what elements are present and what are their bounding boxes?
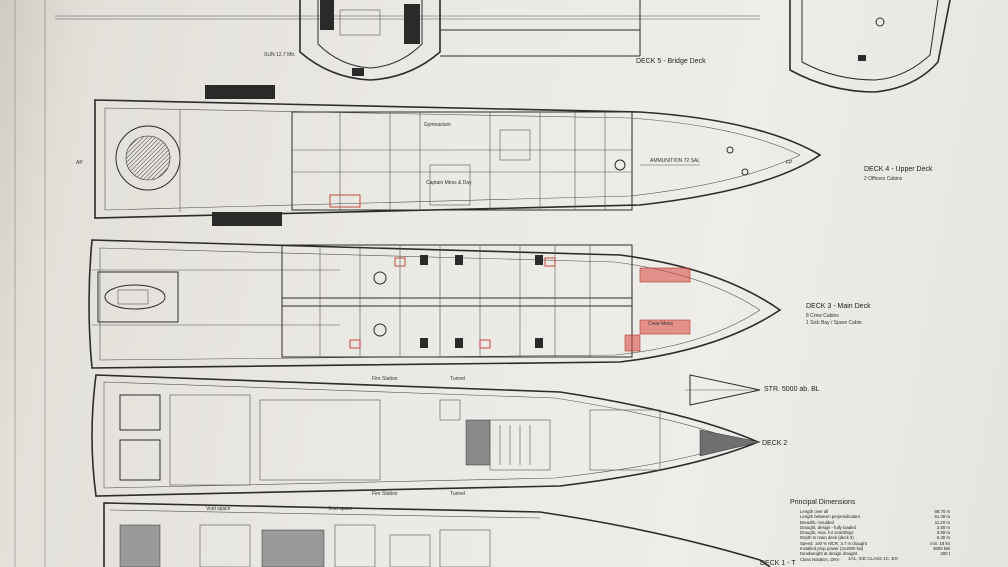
ammunition-label: AMMUNITION 72 SAL <box>650 158 701 164</box>
dimension-value: 11.20 m <box>934 519 950 525</box>
deck3-subtitle: 8 Crew Cabins <box>806 313 839 319</box>
paper-fold-line <box>14 0 16 567</box>
dimension-label: Length between perpendiculars <box>800 514 860 520</box>
dimension-row: Breadth, moulded 11.20 m <box>800 520 950 525</box>
dimension-label: Deadweight at design draught <box>800 551 858 557</box>
sun-label: SUN 12.7 Mtr. <box>264 52 296 58</box>
dimension-value: 61.40 m <box>934 514 950 520</box>
dimension-value: min. 18 kn <box>930 540 950 546</box>
dimension-row: Class Notation, DNV <box>800 557 950 562</box>
gymnasium-label: Gymnasium <box>424 122 451 128</box>
deck5-bridge-outline <box>299 0 641 81</box>
deck3-title: DECK 3 - Main Deck <box>806 303 871 310</box>
dimension-label: Draught, design - fully loaded <box>800 524 856 530</box>
dimension-row: Speed, 100 % MCR, 3.7 m draught min. 18 k… <box>800 541 950 546</box>
str-title: STR. 5000 ab. BL <box>764 386 820 393</box>
dimension-label: Depth to main deck (deck 3) <box>800 535 854 541</box>
dimension-label: Installed prop power (2x1800 kw) <box>800 546 864 552</box>
dimension-row: Depth to main deck (deck 3) 6.30 m <box>800 535 950 540</box>
dimension-row: Deadweight at design draught 200 t <box>800 551 950 556</box>
dimension-label: Length over all <box>800 509 829 514</box>
void-space-label-2: Void space <box>328 506 353 512</box>
dimension-row: Installed prop power (2x1800 kw) 3600 kW <box>800 546 950 551</box>
void-space-label: Void space <box>206 506 231 512</box>
ap-label: AP <box>76 160 83 166</box>
fire-station-label-2: Fire Station <box>372 491 398 497</box>
dimension-label: Speed, 100 % MCR, 3.7 m draught <box>800 540 867 546</box>
deck3-subtitle-2: 1 Sick Bay / Spare Cabin <box>806 320 862 326</box>
dimension-value: 3.80 m <box>936 530 950 536</box>
crew-mess-label: Crew Mess <box>648 321 674 327</box>
dimension-value: 3600 kW <box>933 546 950 552</box>
dimension-value: 3.60 m <box>936 524 950 530</box>
deck4-title: DECK 4 - Upper Deck <box>864 166 933 173</box>
dimension-label: Breadth, moulded <box>800 519 834 525</box>
deck3-hull-outline <box>88 239 782 369</box>
deck1-title: DECK 1 - T <box>760 560 796 567</box>
fp-label: FP <box>786 160 793 166</box>
deck5-wing-outline <box>789 0 951 93</box>
str-level-marker <box>685 374 761 406</box>
paper-fold-line <box>44 0 46 567</box>
dimension-row: Draught, max. for scantlings 3.80 m <box>800 530 950 535</box>
tunnel-label-2: Tunnel <box>450 491 466 497</box>
class-notation-note: 1A1, ICE CLASS 1C, EO <box>848 556 899 561</box>
dimension-value: 200 t <box>940 551 950 557</box>
deck4-hull-outline <box>94 85 822 226</box>
dimension-row: Length over all 68.70 m <box>800 509 950 514</box>
dimension-value: 6.30 m <box>936 535 950 541</box>
tunnel-label: Tunnel <box>450 376 466 382</box>
fire-station-label: Fire Station <box>372 376 398 382</box>
dimension-row: Draught, design - fully loaded 3.60 m <box>800 525 950 530</box>
deck4-subtitle: 2 Officers Cabins <box>864 176 903 182</box>
dimension-label: Draught, max. for scantlings <box>800 530 854 536</box>
principal-dimensions-title: Principal Dimensions <box>790 499 856 506</box>
dimension-row: Length between perpendiculars 61.40 m <box>800 514 950 519</box>
deck1-hull-outline <box>103 502 771 567</box>
deck5-title: DECK 5 - Bridge Deck <box>636 58 706 65</box>
dimension-value: 68.70 m <box>934 509 950 514</box>
deck2-title: DECK 2 <box>762 440 788 447</box>
dimension-label: Class Notation, DNV <box>800 556 840 562</box>
deck2-hull-outline <box>91 374 761 497</box>
captain-label: Captain Mess & Day <box>426 180 472 186</box>
